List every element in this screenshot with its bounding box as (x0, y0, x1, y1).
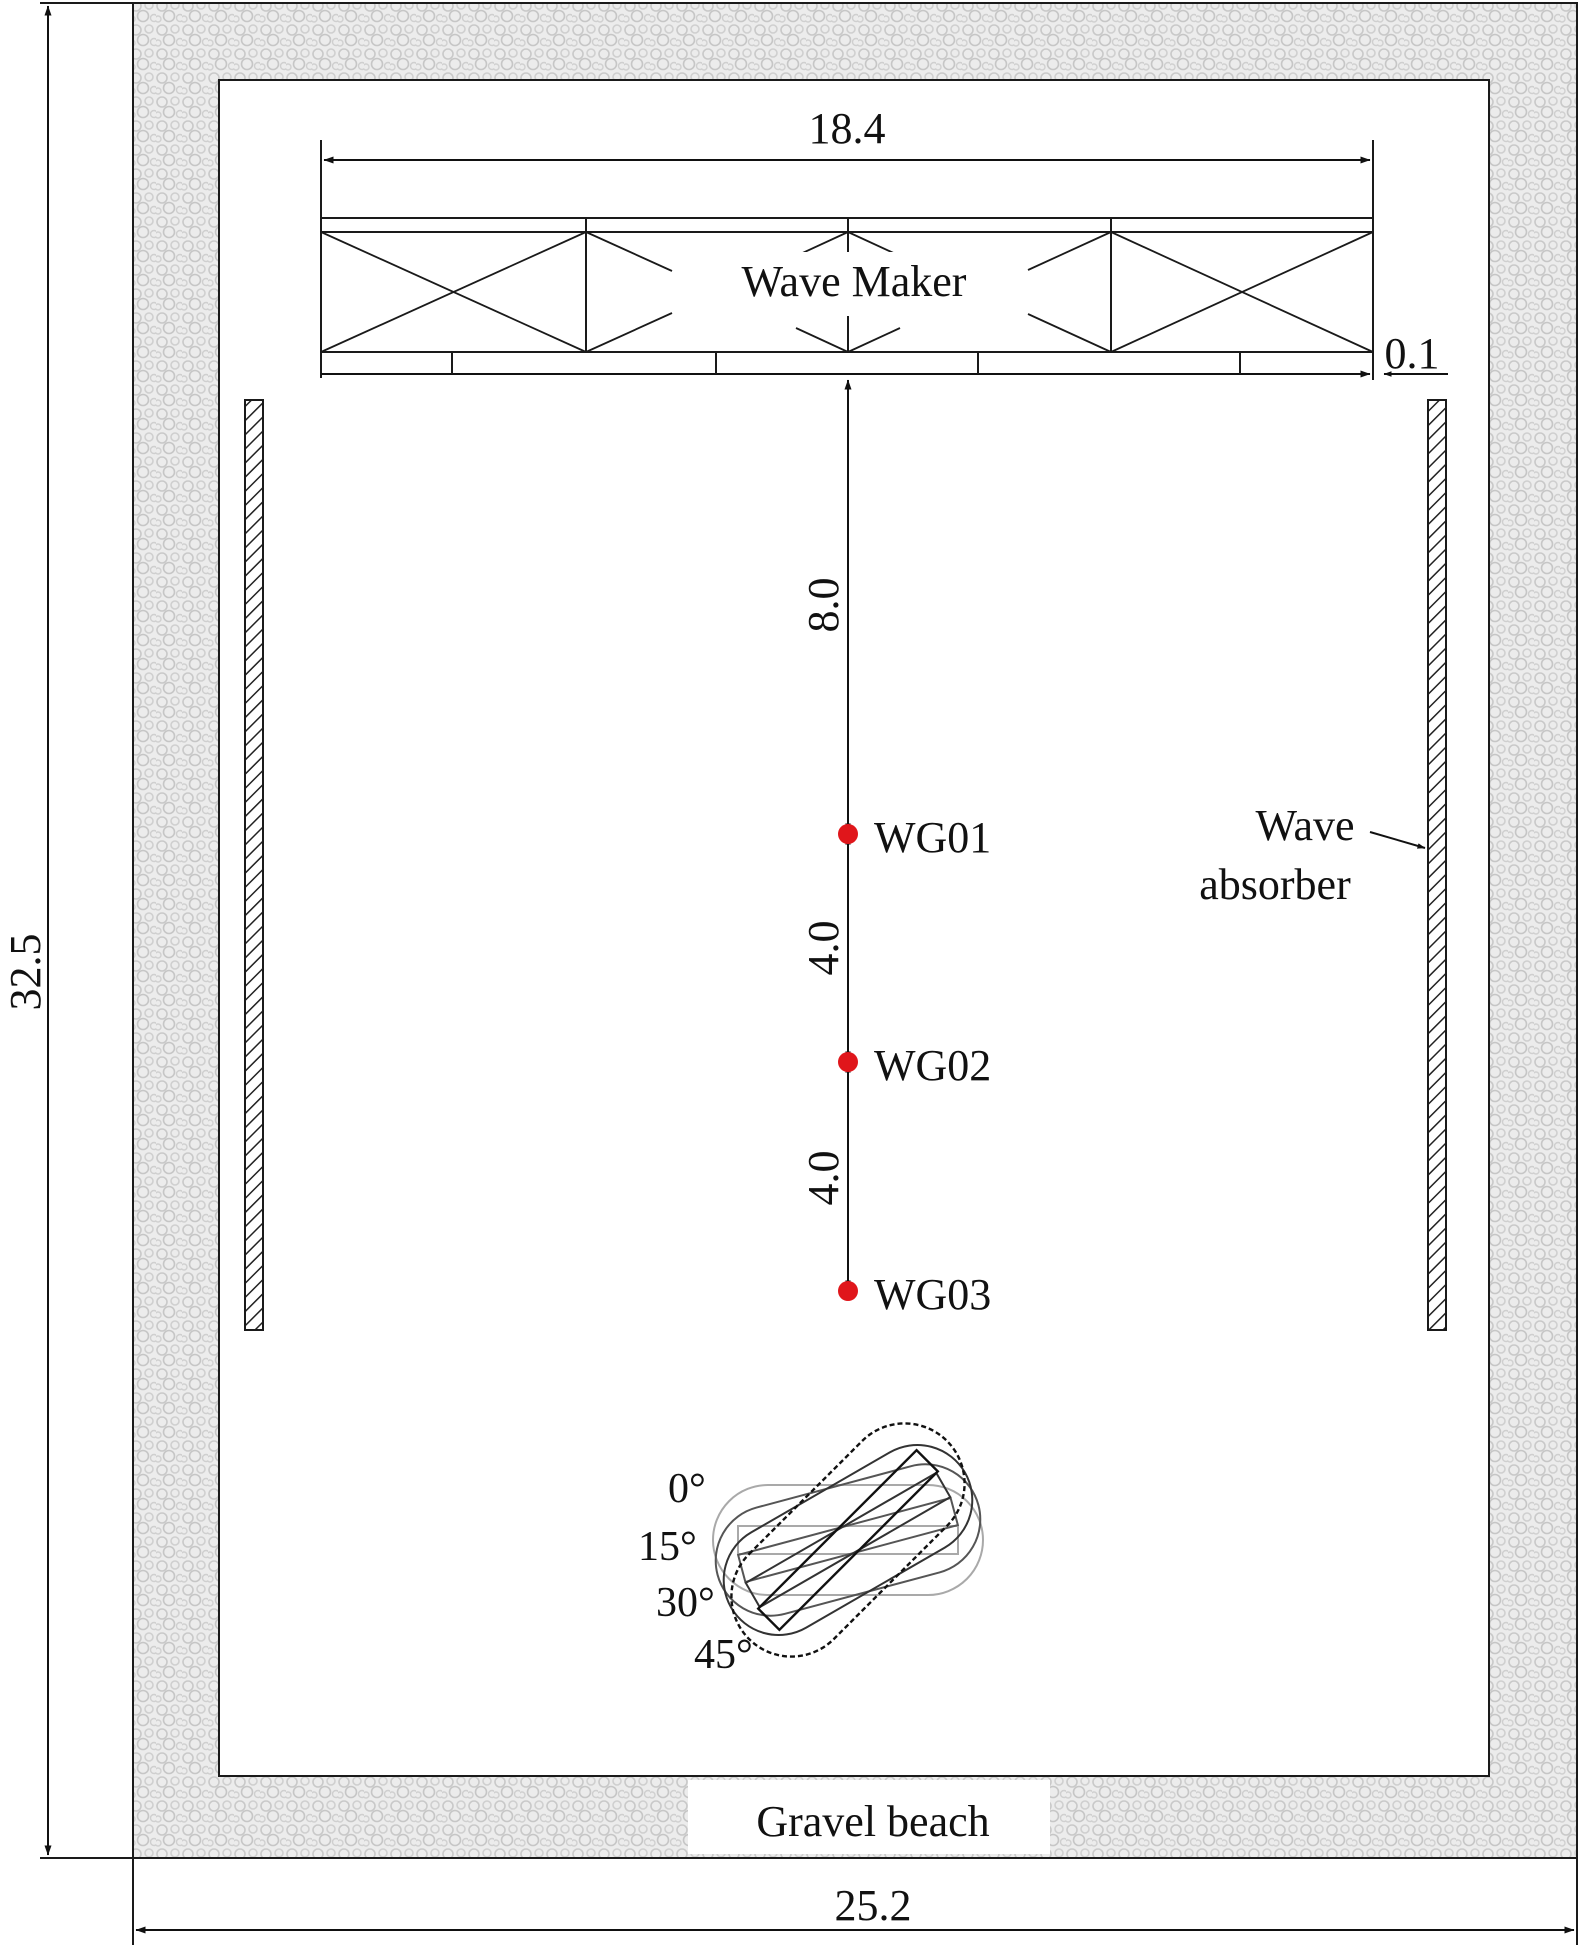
overall-length-label: 32.5 (1, 934, 50, 1011)
gap-dimension: 0.1 (1372, 329, 1448, 380)
wave-gauge-label: WG01 (874, 813, 991, 862)
wave-absorber-label-line1: Wave (1255, 801, 1354, 850)
dimension-wg01-to-wg02: 4.0 (799, 921, 848, 976)
wave-gauge-label: WG03 (874, 1270, 991, 1319)
wave-gauge-marker (838, 824, 858, 844)
overall-width-label: 25.2 (835, 1881, 912, 1930)
angle-label: 15° (638, 1524, 697, 1570)
right-wave-absorber (1427, 399, 1447, 1331)
angle-label: 0° (668, 1466, 706, 1512)
gauge-centerline: 8.0 4.0 4.0 WG01 WG02 WG03 (799, 379, 991, 1319)
model-orientations: 0° 15° 30° 45° (638, 1422, 984, 1678)
gap-label: 0.1 (1385, 329, 1440, 378)
wave-gauge-marker (838, 1052, 858, 1072)
overall-length-dimension: 32.5 (1, 2, 133, 1859)
angle-label: 30° (656, 1580, 715, 1626)
overall-width-dimension: 25.2 (132, 1858, 1578, 1945)
wave-gauge-label: WG02 (874, 1041, 991, 1090)
wave-maker: 18.4 Wave Maker (320, 104, 1374, 378)
angle-label: 45° (694, 1632, 753, 1678)
left-wave-absorber (244, 399, 264, 1331)
gravel-beach-label-box: Gravel beach (688, 1780, 1050, 1854)
model-30-deg (722, 1444, 974, 1636)
wave-absorber-label-line2: absorber (1199, 860, 1351, 909)
absorber-leader-line (1369, 831, 1426, 849)
gravel-beach-label: Gravel beach (756, 1797, 989, 1846)
dimension-wg02-to-wg03: 4.0 (799, 1151, 848, 1206)
wave-maker-width-label: 18.4 (809, 104, 886, 153)
wave-gauge-marker (838, 1281, 858, 1301)
wave-absorbers: Wave absorber (244, 399, 1447, 1331)
wave-maker-label: Wave Maker (742, 257, 967, 306)
model-45-deg (730, 1422, 966, 1658)
dimension-maker-to-wg01: 8.0 (799, 578, 848, 633)
